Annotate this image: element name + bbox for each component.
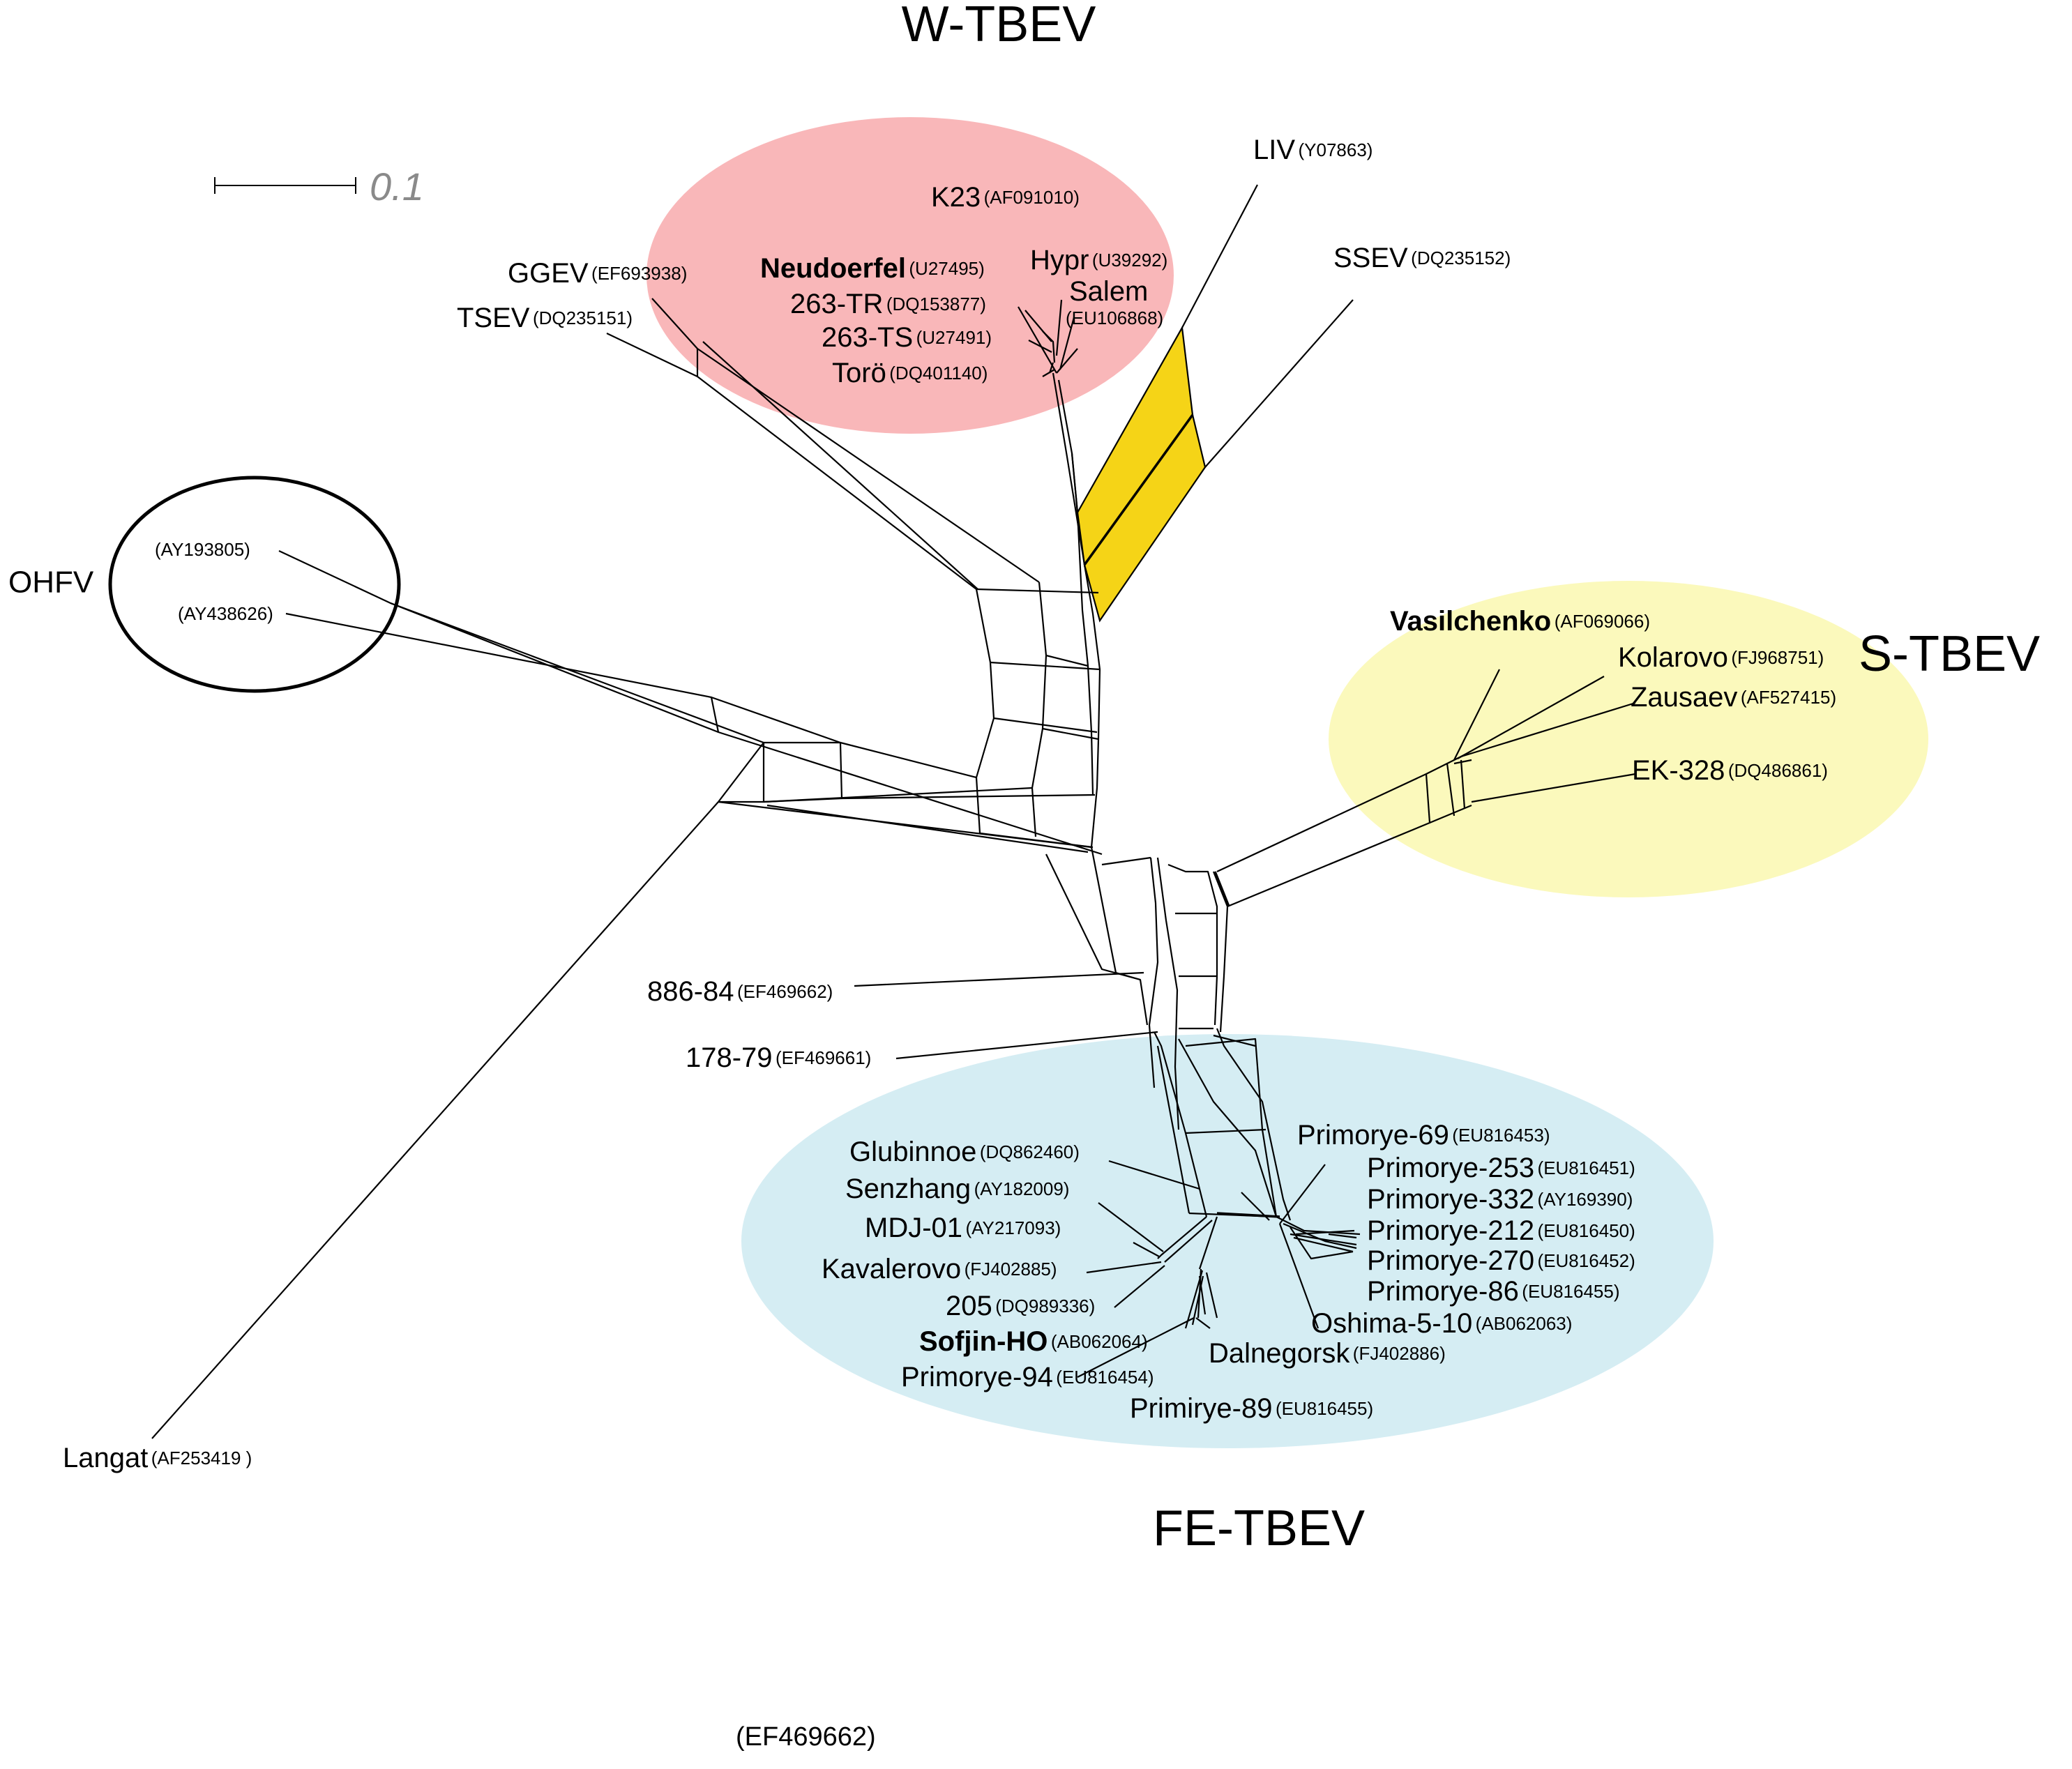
taxon-label: SSEV (DQ235152) [1333, 243, 1511, 273]
taxon-label: Kavalerovo (FJ402885) [822, 1254, 1057, 1284]
taxon-label: Primorye-94 (EU816454) [901, 1362, 1154, 1392]
network-branches [718, 372, 1472, 1270]
taxon-label: GGEV (EF693938) [508, 258, 687, 289]
leaf-branches [151, 184, 1636, 1439]
scale-bar: 0.1 [214, 165, 424, 208]
taxon-label: Vasilchenko (AF069066) [1390, 606, 1650, 637]
taxon-label: (AY193805) [155, 539, 250, 560]
taxon-labels: K23 (AF091010) Hypr (U39292) Neudoerfel … [63, 135, 1836, 1473]
taxon-label: Langat (AF253419 ) [63, 1443, 252, 1473]
taxon-label: MDJ-01 (AY217093) [865, 1213, 1061, 1243]
s-tbev-cluster-ellipse [1329, 581, 1928, 897]
s-tbev-heading: S-TBEV [1859, 626, 2040, 682]
taxon-label: Torö (DQ401140) [832, 358, 988, 388]
taxon-label: (AY438626) [178, 603, 273, 624]
taxon-label: LIV (Y07863) [1253, 135, 1372, 165]
taxon-label: Primorye-270 (EU816452) [1367, 1245, 1635, 1276]
taxon-label: Senzhang (AY182009) [845, 1174, 1069, 1204]
taxon-label: K23 (AF091010) [931, 182, 1080, 213]
taxon-label: Primirye-89 (EU816455) [1130, 1393, 1373, 1424]
taxon-label: 886-84 (EF469662) [647, 976, 833, 1007]
taxon-label: 263-TR (DQ153877) [790, 289, 986, 319]
stray-accession-label: (EF469662) [736, 1722, 876, 1752]
taxon-label: Dalnegorsk (FJ402886) [1209, 1338, 1446, 1369]
scale-bar-label: 0.1 [370, 165, 424, 208]
taxon-label: Neudoerfel (U27495) [760, 253, 985, 284]
taxon-label: Primorye-212 (EU816450) [1367, 1215, 1635, 1246]
taxon-label: TSEV (DQ235151) [457, 303, 633, 333]
taxon-label: Zausaev (AF527415) [1631, 682, 1836, 713]
taxon-label: Primorye-332 (AY169390) [1367, 1184, 1633, 1215]
ohfv-cluster-ellipse [108, 476, 401, 693]
taxon-label: 263-TS (U27491) [822, 322, 992, 353]
w-tbev-cluster-ellipse [646, 117, 1174, 434]
ohfv-heading: OHFV [8, 565, 94, 600]
fe-tbev-cluster-ellipse [741, 1034, 1714, 1448]
taxon-label: Oshima-5-10 (AB062063) [1311, 1308, 1572, 1339]
taxon-label: EK-328 (DQ486861) [1632, 755, 1828, 786]
taxon-label: Sofjin-HO (AB062064) [919, 1326, 1148, 1357]
taxon-label: Hypr (U39292) [1030, 245, 1167, 275]
taxon-label: (EU106868) [1066, 308, 1163, 328]
fe-tbev-heading: FE-TBEV [1153, 1501, 1365, 1556]
taxon-label: Primorye-69 (EU816453) [1297, 1120, 1550, 1151]
w-tbev-heading: W-TBEV [902, 0, 1096, 52]
taxon-label: Primorye-86 (EU816455) [1367, 1276, 1620, 1307]
taxon-label: Glubinnoe (DQ862460) [849, 1137, 1080, 1167]
taxon-label: Primorye-253 (EU816451) [1367, 1153, 1635, 1183]
taxon-label: Salem [1069, 276, 1148, 307]
taxon-label: 205 (DQ989336) [946, 1291, 1095, 1321]
taxon-label: Kolarovo (FJ968751) [1618, 642, 1824, 673]
taxon-label: 178-79 (EF469661) [686, 1042, 871, 1073]
